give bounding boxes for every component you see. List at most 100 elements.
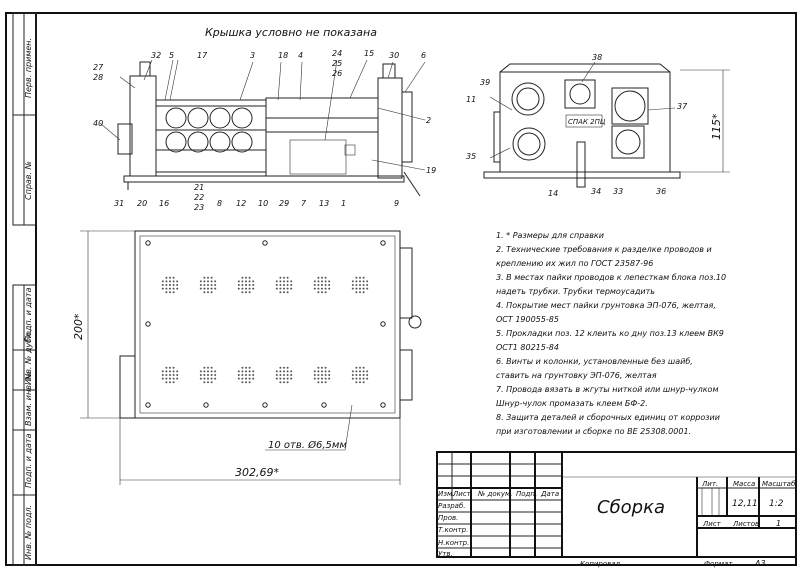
vent-hole [165,374,168,376]
mounting-holes [145,240,386,408]
vent-hole [324,284,327,286]
vent-hole [313,370,316,373]
vent-hole [313,377,316,380]
dim-holes: 10 отв. Ø6,5мм [268,439,347,451]
vent-hole [207,280,209,283]
vent-hole [317,276,320,279]
vent-hole [203,366,206,369]
vent-hole [283,370,285,373]
vent-hole [169,370,171,373]
vent-hole [366,284,369,286]
callouts-top-view: 27 28 32 5 17 3 18 4 24 25 26 15 30 6 40… [93,49,436,212]
vent-hole [210,377,213,380]
vent-hole [355,377,358,380]
connector-label: СПАК 2ПЦ [568,118,606,126]
tb-format: Формат [704,560,733,568]
svg-text:34: 34 [591,187,601,196]
svg-text:35: 35 [466,152,476,161]
vent-hole [283,366,285,369]
mounting-hole [262,402,268,408]
vent-hole [359,280,361,283]
svg-text:6. Винты и колонки, установлен: 6. Винты и колонки, установленные без ша… [496,357,693,366]
strip-podp-data-2: Подп. и дата [24,433,33,488]
vent-hole [275,280,278,283]
vent-hole [172,287,175,290]
vent-hole [359,377,361,380]
svg-text:8. Защита деталей и сборочных: 8. Защита деталей и сборочных единиц от … [496,413,720,422]
vent-hole [279,374,282,376]
svg-text:10: 10 [258,199,268,208]
front-view [117,61,421,197]
svg-text:33: 33 [613,187,623,196]
vent-hole [248,276,251,279]
strip-inv-podl: Инв. № подл. [24,505,33,560]
vent-hole [362,280,365,283]
vent-hole [359,370,361,373]
vent-hole [172,284,175,286]
tb-massa: Масса [733,480,755,488]
vent-hole [317,374,320,376]
vent-hole [169,377,171,380]
svg-text:7. Провода вязать в жгуты нитк: 7. Провода вязать в жгуты ниткой или шну… [496,385,718,394]
mounting-hole [145,402,151,408]
vent-hole [176,377,179,380]
side-view: СПАК 2ПЦ [483,63,681,188]
vent-hole [210,370,213,373]
vent-hole [207,366,209,369]
vent-hole [169,284,171,286]
vent-hole [214,284,217,286]
vent-hole [248,374,251,376]
vent-hole [248,366,251,369]
vent-hole [214,374,217,376]
vent-hole [248,284,251,286]
vent-hole [351,370,354,373]
vent-hole [237,374,240,376]
vent-hole [214,287,217,290]
strip-perv-primen: Перв. примен. [24,38,33,98]
svg-text:6: 6 [421,51,426,60]
mounting-hole [321,402,327,408]
vent-hole [362,276,365,279]
vent-hole [176,284,179,286]
vent-hole [252,280,255,283]
tb-list-sheet: Лист [702,520,722,528]
svg-text:16: 16 [159,199,169,208]
vent-hole [203,276,206,279]
callouts-side-view: 38 39 11 37 35 14 34 33 36 [466,53,688,198]
vent-hole [351,287,354,290]
vent-hole [161,284,164,286]
vent-hole [210,280,213,283]
vent-hole [321,276,323,279]
vent-hole [203,287,206,290]
vent-hole [199,370,202,373]
tb-podp: Подп. [516,490,537,498]
vent-hole [286,377,289,380]
vent-hole [317,291,320,294]
mounting-hole [380,321,386,327]
vent-hole [176,374,179,376]
vent-hole [290,287,293,290]
title-block-text: Изм. Лист № докум. Подп. Дата Разраб. Пр… [438,480,796,568]
vent-hole [248,287,251,290]
vent-hole [286,287,289,290]
vent-hole [210,276,213,279]
vent-hole [317,370,320,373]
vent-hole [199,284,202,286]
vent-hole [317,366,320,369]
vent-hole [203,370,206,373]
vent-hole [207,287,209,290]
outer-frame [5,12,797,566]
vent-hole [279,287,282,290]
vent-hole [321,370,323,373]
vent-hole [172,280,175,283]
vent-hole [169,374,171,376]
vent-hole [362,366,365,369]
vent-hole [279,370,282,373]
vent-hole [207,374,209,376]
svg-text:36: 36 [656,187,666,196]
tb-razrab: Разраб. [438,502,466,510]
vent-hole [362,374,365,376]
svg-text:креплению их жил по ГОСТ 23587: креплению их жил по ГОСТ 23587-96 [496,259,653,268]
vent-hole [324,381,327,384]
vent-hole [317,284,320,286]
